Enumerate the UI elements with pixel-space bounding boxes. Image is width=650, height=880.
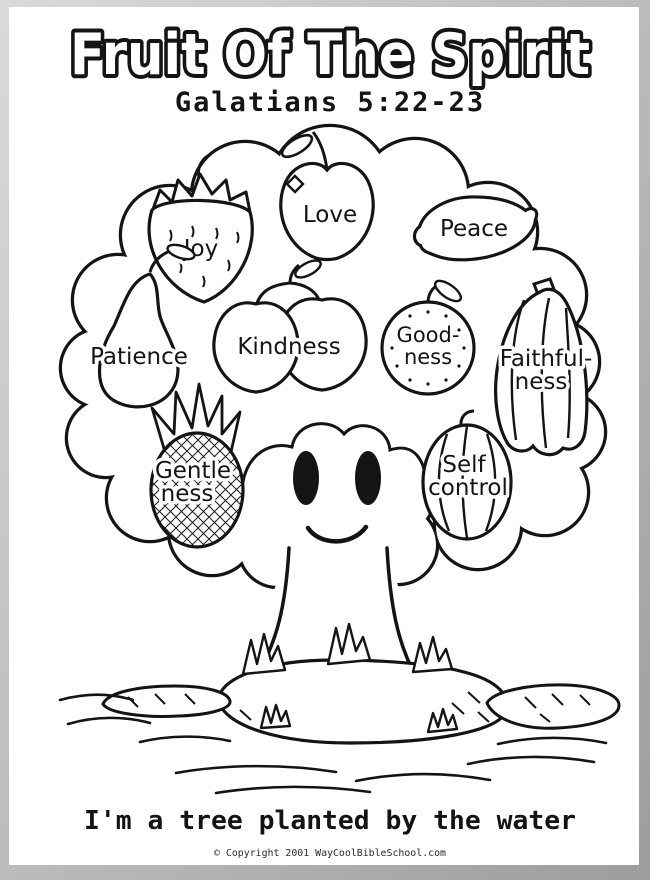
strawberry-seeds xyxy=(169,225,240,288)
fruit-banana-bunch: Faithful- ness xyxy=(494,277,596,457)
hairline-scallop xyxy=(240,422,428,499)
pineapple-body xyxy=(149,431,245,549)
fruit-label-peace: Peace xyxy=(440,216,508,242)
fruit-label-selfcontrol-2: control xyxy=(428,475,508,501)
apple-stem xyxy=(311,131,329,171)
fruit-pear: Patience xyxy=(87,243,196,409)
pineapple-crown xyxy=(150,382,242,454)
melon-stem xyxy=(459,409,475,427)
apple-left xyxy=(212,301,300,394)
fruit-label-selfcontrol-1: Self xyxy=(442,452,486,478)
page-title: Fruit Of The Spirit Fruit Of The Spirit xyxy=(66,18,594,92)
apple-leaf xyxy=(280,133,314,159)
scripture-reference: Galatians 5:22-23 xyxy=(175,87,485,118)
sparkle-icon xyxy=(285,174,305,194)
smile xyxy=(305,524,369,544)
fruit-label-faithfulness-1: Faithful- xyxy=(500,346,593,372)
copyright-line: © Copyright 2001 WayCoolBibleSchool.com xyxy=(214,848,446,859)
left-islet xyxy=(101,684,232,718)
fruit-label-faithfulness-2: ness xyxy=(515,369,568,395)
fruit-label-patience: Patience xyxy=(90,344,188,370)
fruit-orange: Good- ness xyxy=(380,279,476,396)
fruit-pineapple: Gentle ness xyxy=(149,382,245,549)
tree-face xyxy=(240,422,428,544)
fruit-lemon: Peace xyxy=(412,195,539,262)
page-title-outline: Fruit Of The Spirit xyxy=(70,22,590,88)
pear-stem xyxy=(148,249,171,273)
apple-pair-leaf xyxy=(294,259,322,279)
bottom-caption: I'm a tree planted by the water xyxy=(84,806,576,836)
fruit-label-goodness-2: ness xyxy=(404,345,452,369)
fruit-apple-pair: Kindness xyxy=(212,259,368,394)
orange-leaf xyxy=(433,279,463,303)
apple-body xyxy=(279,161,375,262)
fruit-label-gentleness-1: Gentle xyxy=(155,458,231,484)
orange-dots xyxy=(390,310,466,386)
lemon-body xyxy=(412,195,539,262)
page-title-text: Fruit Of The Spirit xyxy=(70,22,590,88)
island-hatches xyxy=(239,691,490,723)
fruit-label-gentleness-2: ness xyxy=(161,481,214,507)
fruit-label-goodness-1: Good- xyxy=(397,323,460,347)
left-eye xyxy=(293,451,319,505)
banana-divisions xyxy=(510,297,571,449)
orange-body xyxy=(380,300,476,396)
melon-ribs xyxy=(437,425,497,539)
strawberry-body xyxy=(147,198,254,304)
right-eye xyxy=(355,451,381,505)
water-ripples xyxy=(58,693,608,795)
fruit-apple-love: Love xyxy=(279,131,375,262)
grass-tufts xyxy=(241,622,459,734)
melon-body xyxy=(421,423,513,541)
fruit-melon: Self control xyxy=(421,409,513,541)
pear-body xyxy=(98,272,180,409)
fruit-label-kindness: Kindness xyxy=(237,334,340,360)
fruit-label-love: Love xyxy=(303,202,357,228)
right-islet xyxy=(485,683,621,730)
pear-leaf xyxy=(166,243,196,261)
